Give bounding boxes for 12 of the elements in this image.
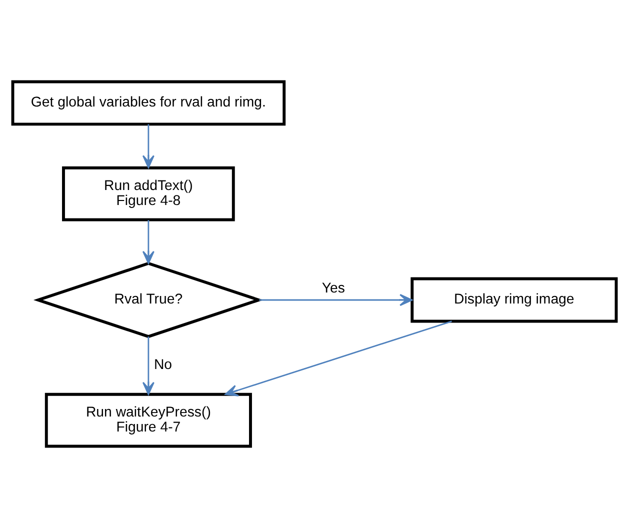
arrow: [142, 220, 154, 264]
edge-label: No: [154, 356, 172, 372]
node-box: Get global variables for rval and rimg.: [11, 80, 286, 126]
arrow: [142, 336, 154, 394]
edge-label: Yes: [322, 278, 346, 295]
arrow: [142, 124, 154, 168]
node-box: Run addText() Figure 4-8: [62, 166, 235, 221]
arrow: [224, 320, 452, 396]
node-diamond: Rval True?: [33, 261, 264, 338]
node-box: Display rimg image: [410, 276, 618, 322]
arrow: [259, 293, 413, 306]
node-box: Run waitKeyPress() Figure 4-7: [44, 392, 252, 448]
